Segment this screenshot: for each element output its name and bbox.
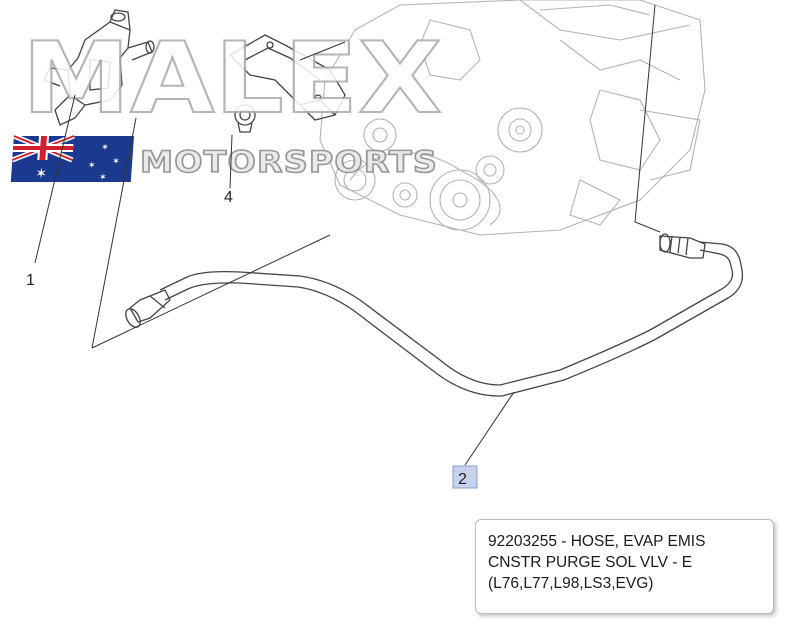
callout-4-label: 4 <box>224 189 233 206</box>
watermark-logo: ✶ ✶ ✶ ✶ ✶ MALEX MOTORSPORTS <box>10 21 443 183</box>
bracket-illustration <box>228 34 346 133</box>
callout-2-highlight <box>452 465 478 489</box>
part-info-tooltip: 92203255 - HOSE, EVAP EMIS CNSTR PURGE S… <box>475 519 774 614</box>
callout-1[interactable]: 1 <box>26 272 35 289</box>
svg-text:✶: ✶ <box>99 173 107 183</box>
leader-lines <box>34 4 661 466</box>
purge-valve-illustration <box>43 9 155 126</box>
svg-text:✶: ✶ <box>112 157 120 167</box>
watermark-sub-text: MOTORSPORTS <box>140 145 438 179</box>
watermark-main-text: MALEX <box>22 22 442 136</box>
callout-4[interactable]: 4 <box>224 189 233 206</box>
australia-flag: ✶ ✶ ✶ ✶ ✶ <box>10 133 134 183</box>
callout-2[interactable]: 2 <box>452 465 478 489</box>
callout-2-label: 2 <box>458 471 467 488</box>
hose-illustration <box>125 233 744 397</box>
callout-1-label: 1 <box>26 272 35 289</box>
svg-text:✶: ✶ <box>88 161 96 171</box>
svg-text:✶: ✶ <box>35 166 48 182</box>
svg-text:✶: ✶ <box>101 143 109 153</box>
part-description: 92203255 - HOSE, EVAP EMIS CNSTR PURGE S… <box>488 533 706 592</box>
